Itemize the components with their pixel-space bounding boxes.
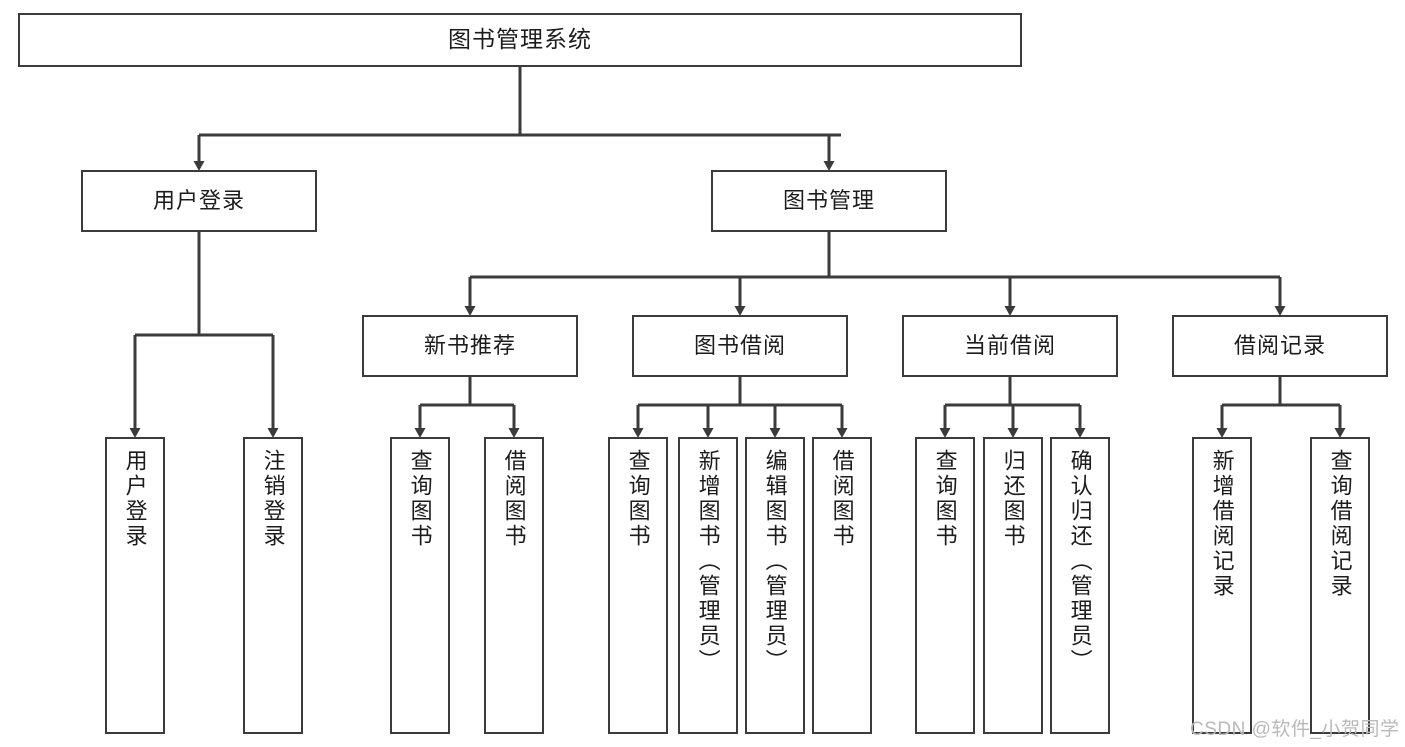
- node-leaf-borrow-book[interactable]: 借阅图书: [812, 437, 872, 734]
- node-label: 图书管理系统: [448, 26, 592, 53]
- node-label: 图书管理: [782, 187, 875, 213]
- node-leaf-borrow-book-recommend[interactable]: 借阅图书: [484, 437, 544, 734]
- node-book-management[interactable]: 图书管理: [711, 170, 947, 232]
- node-label: 查询图书: [407, 449, 433, 549]
- node-new-book-recommend[interactable]: 新书推荐: [362, 315, 578, 377]
- node-leaf-confirm-return-admin[interactable]: 确认归还（管理员）: [1050, 437, 1110, 734]
- node-leaf-add-borrow-record[interactable]: 新增借阅记录: [1192, 437, 1252, 734]
- node-leaf-query-borrow-record[interactable]: 查询借阅记录: [1310, 437, 1370, 734]
- csdn-watermark: CSDN @软件_小贺同学: [1190, 719, 1400, 740]
- node-label: 新增借阅记录: [1209, 449, 1235, 599]
- node-label: 借阅图书: [829, 449, 855, 549]
- node-label: 新增图书（管理员）: [695, 449, 721, 674]
- node-leaf-user-login[interactable]: 用户登录: [105, 437, 165, 734]
- node-label: 注销登录: [260, 449, 286, 549]
- node-leaf-query-book-current[interactable]: 查询图书: [915, 437, 975, 734]
- node-label: 新书推荐: [423, 332, 516, 358]
- node-user-login[interactable]: 用户登录: [81, 170, 317, 232]
- node-leaf-logout[interactable]: 注销登录: [243, 437, 303, 734]
- node-label: 编辑图书（管理员）: [762, 449, 788, 674]
- node-label: 查询借阅记录: [1327, 449, 1353, 599]
- node-root-book-management-system[interactable]: 图书管理系统: [18, 13, 1022, 67]
- node-leaf-query-book-recommend[interactable]: 查询图书: [390, 437, 450, 734]
- node-label: 归还图书: [1000, 449, 1026, 549]
- node-book-borrow[interactable]: 图书借阅: [632, 315, 848, 377]
- node-leaf-return-book[interactable]: 归还图书: [983, 437, 1043, 734]
- node-label: 查询图书: [625, 449, 651, 549]
- node-label: 借阅图书: [501, 449, 527, 549]
- node-current-borrow[interactable]: 当前借阅: [902, 315, 1118, 377]
- node-label: 确认归还（管理员）: [1067, 449, 1093, 674]
- node-leaf-add-book-admin[interactable]: 新增图书（管理员）: [678, 437, 738, 734]
- node-leaf-query-book-borrow[interactable]: 查询图书: [608, 437, 668, 734]
- node-label: 当前借阅: [963, 332, 1056, 358]
- node-leaf-edit-book-admin[interactable]: 编辑图书（管理员）: [745, 437, 805, 734]
- node-label: 借阅记录: [1233, 332, 1326, 358]
- node-label: 图书借阅: [693, 332, 786, 358]
- node-label: 用户登录: [152, 187, 245, 213]
- node-label: 用户登录: [122, 449, 148, 549]
- node-borrow-record[interactable]: 借阅记录: [1172, 315, 1388, 377]
- node-label: 查询图书: [932, 449, 958, 549]
